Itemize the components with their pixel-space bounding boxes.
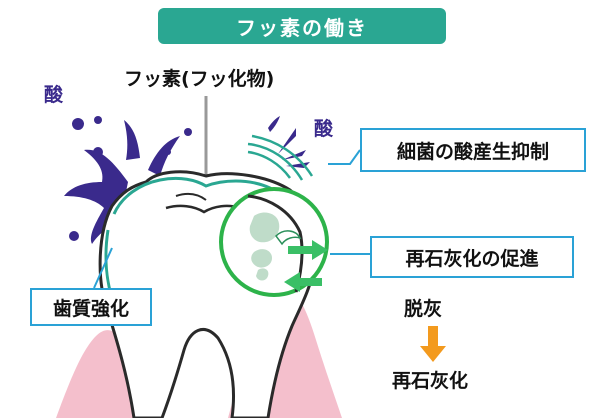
demineral-patches: [249, 212, 280, 281]
shield-arcs: [247, 134, 314, 181]
fluoride-label: フッ素(フッ化物): [124, 68, 275, 90]
tooth-groove: [175, 192, 207, 201]
acid-label-right: 酸: [314, 118, 334, 140]
process-arrow: [420, 326, 446, 362]
connector-bacteria: [328, 149, 361, 165]
callout-bacteria: 細菌の酸産生抑制: [360, 128, 586, 172]
connector-enamel: [93, 247, 113, 289]
acid-label-left: 酸: [44, 84, 64, 106]
callout-enamel: 歯質強化: [30, 288, 152, 326]
demineralization-label: 脱灰: [404, 298, 443, 320]
callout-remineralization: 再石灰化の促進: [370, 236, 574, 278]
tooth-groove: [165, 204, 241, 214]
mineral-out-arrow: [275, 230, 328, 260]
mineral-in-arrow: [284, 272, 322, 292]
remineralization-label: 再石灰化: [392, 370, 469, 392]
title: フッ素の働き: [158, 8, 446, 44]
tooth-edge-detail: [247, 194, 304, 293]
